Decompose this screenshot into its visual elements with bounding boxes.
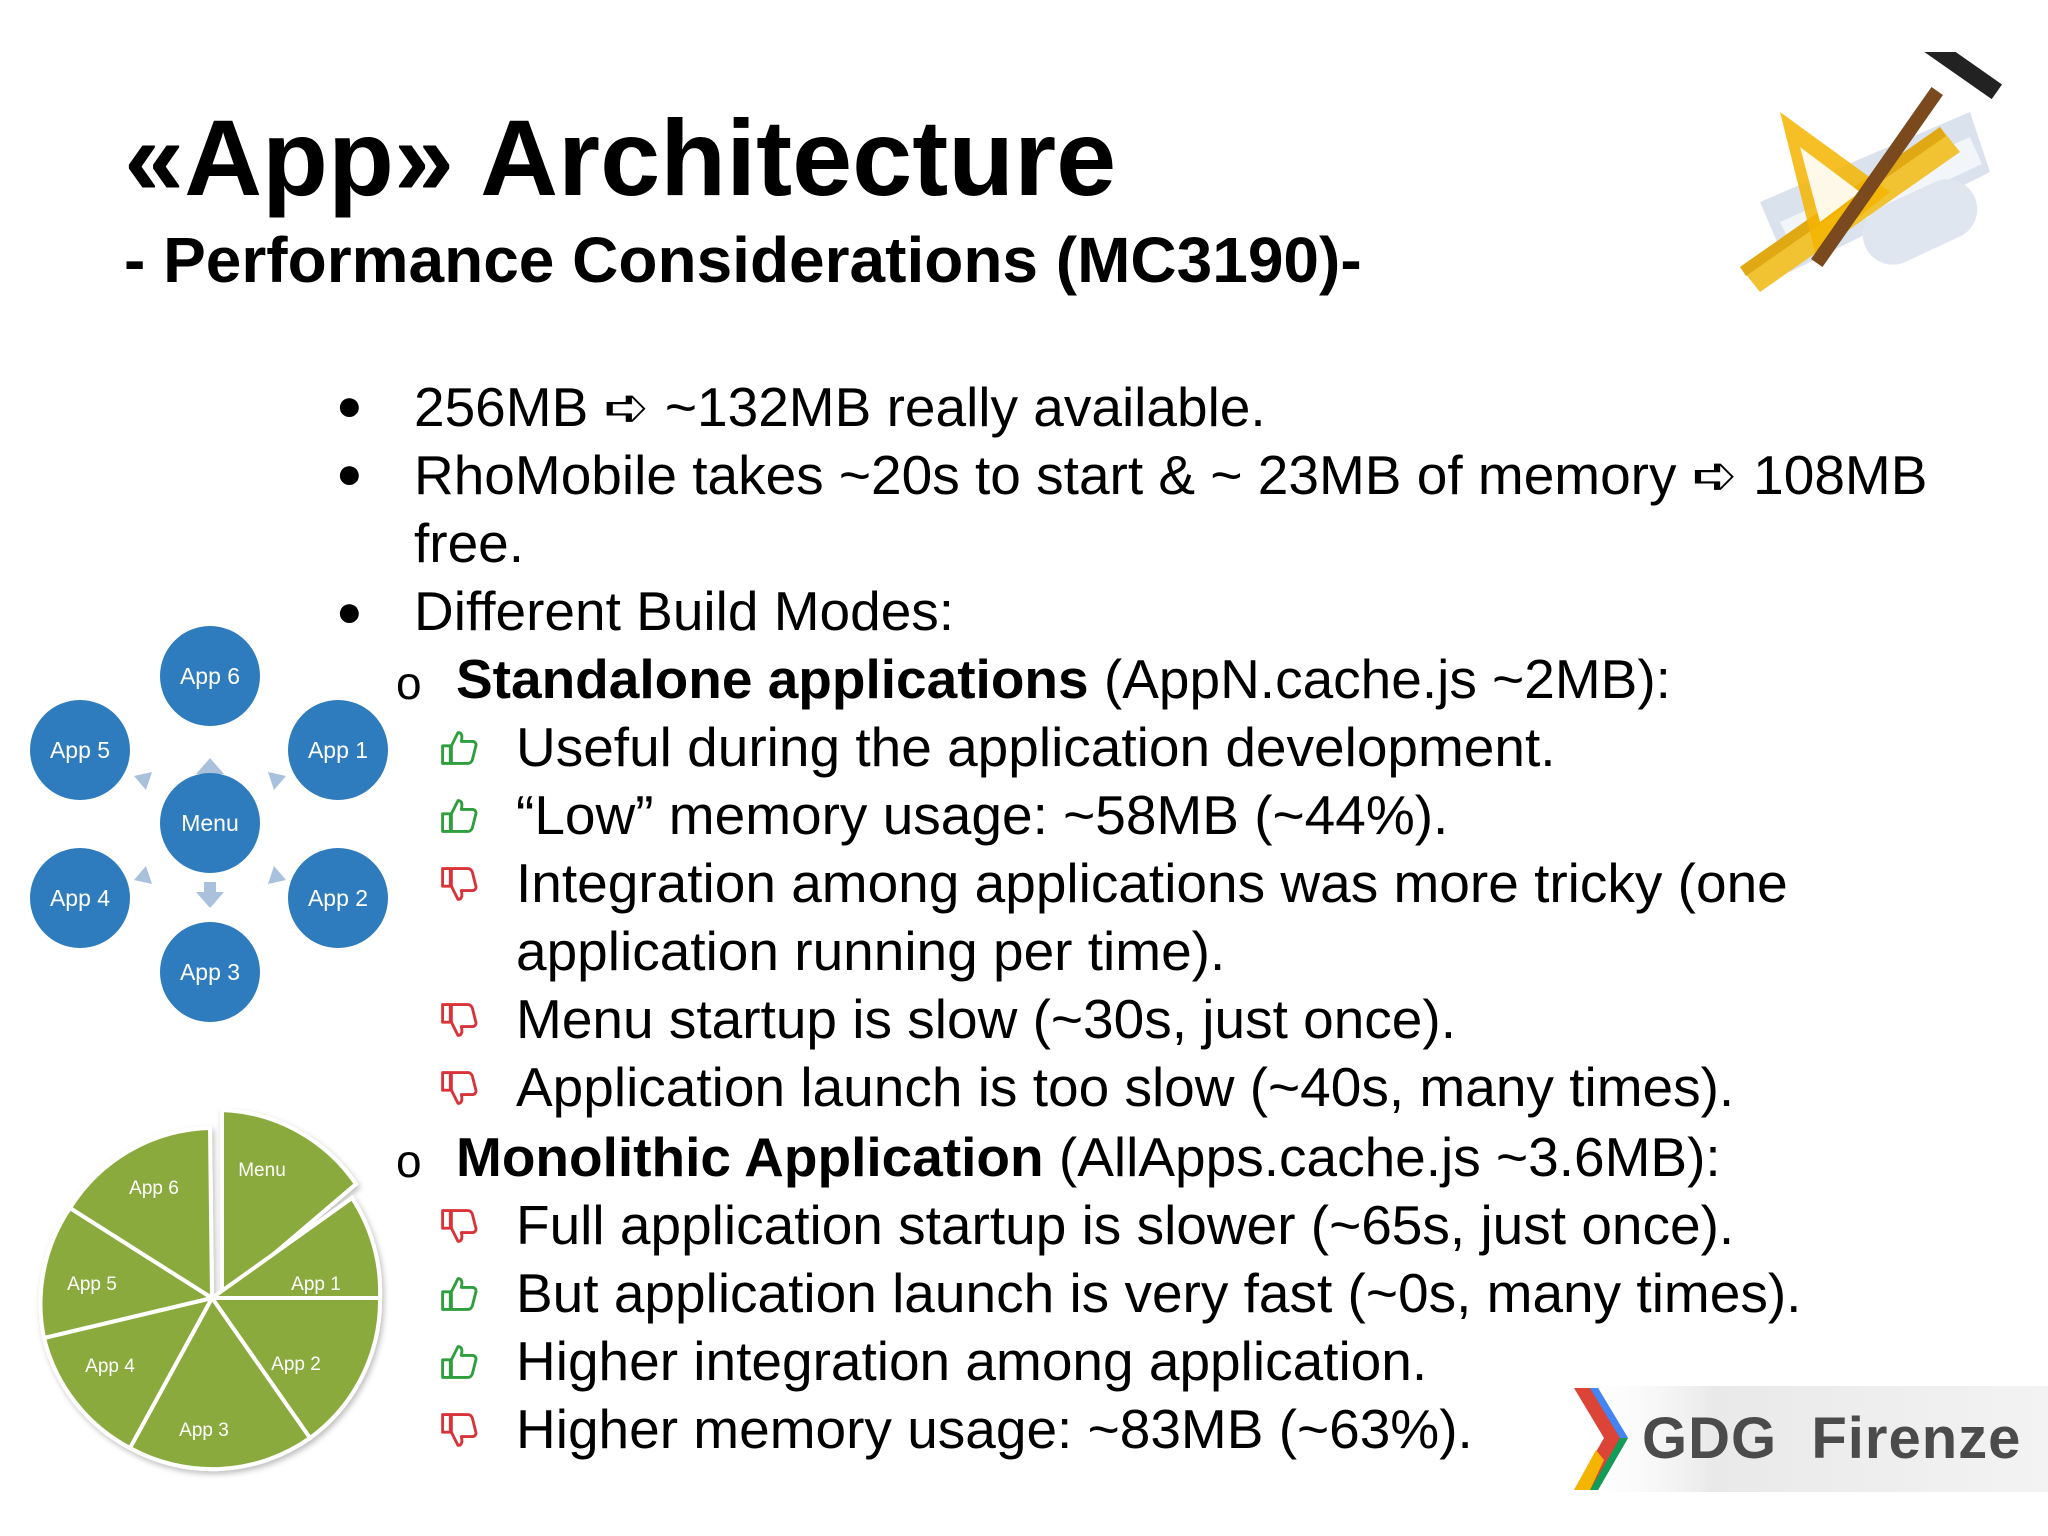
app-node-label: App 4 — [50, 885, 110, 911]
drafting-tools-image — [1740, 52, 2003, 292]
pie-slice-menu — [220, 1108, 359, 1303]
arrow-up — [196, 758, 224, 784]
standalone-item: Useful during the application developmen… — [516, 716, 1556, 778]
pie-slice-app6 — [67, 1125, 215, 1302]
pie-slice-app1 — [205, 1195, 383, 1300]
app-node — [160, 626, 260, 726]
monolithic-item: Higher integration among application. — [516, 1330, 1428, 1392]
bullet-item-continuation: free. — [414, 512, 525, 574]
arrow-up-right — [268, 772, 286, 790]
app-node — [30, 848, 130, 948]
circle-bullet: o — [396, 657, 422, 709]
standalone-heading: Standalone applications (AppN.cache.js ~… — [456, 652, 1671, 707]
app-node-label: App 3 — [180, 959, 240, 985]
app-node-label: App 5 — [50, 737, 110, 763]
bullet-item: RhoMobile takes ~20s to start & ~ 23MB o… — [414, 444, 1928, 506]
monolithic-item: Higher memory usage: ~83MB (~63%). — [516, 1398, 1473, 1460]
diagram-arrows — [134, 758, 286, 908]
pie-slice-app3 — [127, 1294, 313, 1472]
thumbs-down-icon — [441, 1071, 478, 1105]
pie-label: Menu — [238, 1160, 286, 1181]
bullet-dot: ● — [336, 381, 363, 430]
app-node — [288, 700, 388, 800]
monolithic-heading: Monolithic Application (AllApps.cache.js… — [456, 1130, 1721, 1185]
standalone-item: Application launch is too slow (~40s, ma… — [516, 1056, 1735, 1118]
pie-slice-app4 — [41, 1295, 216, 1451]
pie-slice-app5 — [38, 1205, 218, 1341]
pie-label: App 3 — [179, 1420, 229, 1441]
standalone-item: Integration among applications was more … — [516, 852, 1788, 914]
standalone-diagram: Menu App 6 App 1 App 2 App 3 App 4 App 5 — [30, 626, 388, 1022]
standalone-title: Standalone applications — [456, 648, 1089, 710]
standalone-item: Menu startup is slow (~30s, just once). — [516, 988, 1456, 1050]
app-node — [160, 922, 260, 1022]
bullet-dot: ● — [336, 449, 363, 498]
app-node-label: App 1 — [308, 737, 368, 763]
arrow-down — [196, 882, 224, 908]
bullet-dot: ● — [336, 587, 363, 636]
arrow-up-left — [134, 772, 152, 790]
thumbs-up-icon — [441, 1345, 478, 1379]
thumbs-down-icon — [441, 1413, 478, 1447]
pie-label: App 1 — [291, 1274, 341, 1295]
app-node — [288, 848, 388, 948]
monolithic-detail: (AllApps.cache.js ~3.6MB): — [1043, 1126, 1721, 1188]
pie-label: App 6 — [129, 1178, 179, 1199]
menu-node — [160, 773, 260, 873]
thumbs-up-icon — [441, 731, 478, 765]
standalone-detail: (AppN.cache.js ~2MB): — [1088, 648, 1671, 710]
app-node — [30, 700, 130, 800]
slide-title: «App» Architecture — [124, 97, 1117, 218]
monolithic-title: Monolithic Application — [456, 1126, 1044, 1188]
app-node-label: App 2 — [308, 885, 368, 911]
standalone-item: “Low” memory usage: ~58MB (~44%). — [516, 784, 1449, 846]
thumbs-up-icon — [441, 799, 478, 833]
arrow-down-left — [134, 866, 152, 884]
slide-subtitle: - Performance Considerations (MC3190)- — [124, 224, 1362, 296]
monolithic-diagram: Menu App 1 App 2 App 3 App 4 App 5 App 6 — [38, 1108, 383, 1472]
pie-label: App 2 — [271, 1354, 321, 1375]
arrow-down-right — [268, 866, 286, 884]
thumbs-down-icon — [441, 1209, 478, 1243]
pie-label: App 4 — [85, 1356, 135, 1377]
monolithic-item: But application launch is very fast (~0s… — [516, 1262, 1802, 1324]
monolithic-item: Full application startup is slower (~65s… — [516, 1194, 1735, 1256]
circle-bullet: o — [396, 1135, 422, 1187]
app-node-label: App 6 — [180, 663, 240, 689]
pie-label: App 5 — [67, 1274, 117, 1295]
menu-node-label: Menu — [181, 810, 239, 836]
thumbs-down-icon — [441, 1003, 478, 1037]
bullet-item: Different Build Modes: — [414, 580, 955, 642]
gdg-logo-text: GDG Firenze — [1642, 1406, 2022, 1471]
thumbs-up-icon — [441, 1277, 478, 1311]
thumbs-down-icon — [441, 867, 478, 901]
standalone-item-continuation: application running per time). — [516, 920, 1226, 982]
bullet-item: 256MB ➪ ~132MB really available. — [414, 376, 1266, 438]
gdg-logo — [1570, 1386, 2048, 1492]
pie-slice-app2 — [208, 1296, 383, 1441]
